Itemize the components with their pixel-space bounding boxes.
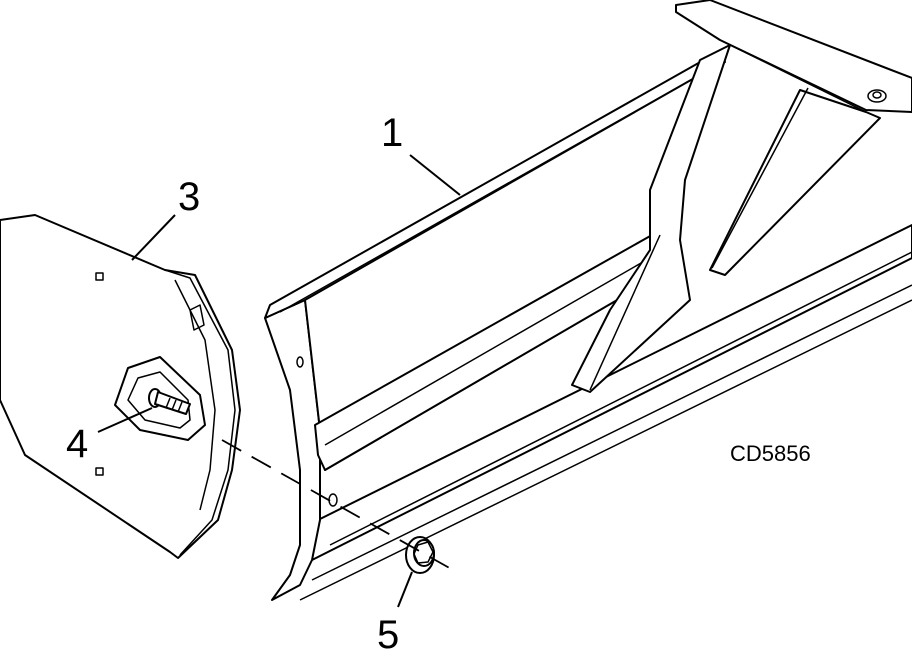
leader-line-3 — [131, 214, 176, 261]
leader-line-5 — [397, 571, 413, 608]
leader-line-1 — [409, 154, 461, 196]
callout-1: 1 — [381, 111, 403, 155]
part-1-deflector-channel — [264, 0, 912, 601]
assembly-centerline — [221, 439, 454, 571]
square-hole-bottom — [95, 467, 104, 476]
leader-line-4 — [97, 407, 153, 433]
drawing-code: CD5856 — [730, 441, 811, 466]
panel-hole-upper — [296, 356, 304, 368]
part-3-end-cap-plate — [0, 214, 241, 559]
callout-4: 4 — [66, 422, 88, 466]
part-5-flange-nut — [405, 536, 435, 574]
square-hole-top — [95, 272, 104, 281]
part-4-carriage-bolt — [148, 388, 191, 415]
mounting-hole — [867, 89, 887, 103]
callout-3: 3 — [178, 175, 200, 219]
callout-5: 5 — [377, 613, 399, 657]
